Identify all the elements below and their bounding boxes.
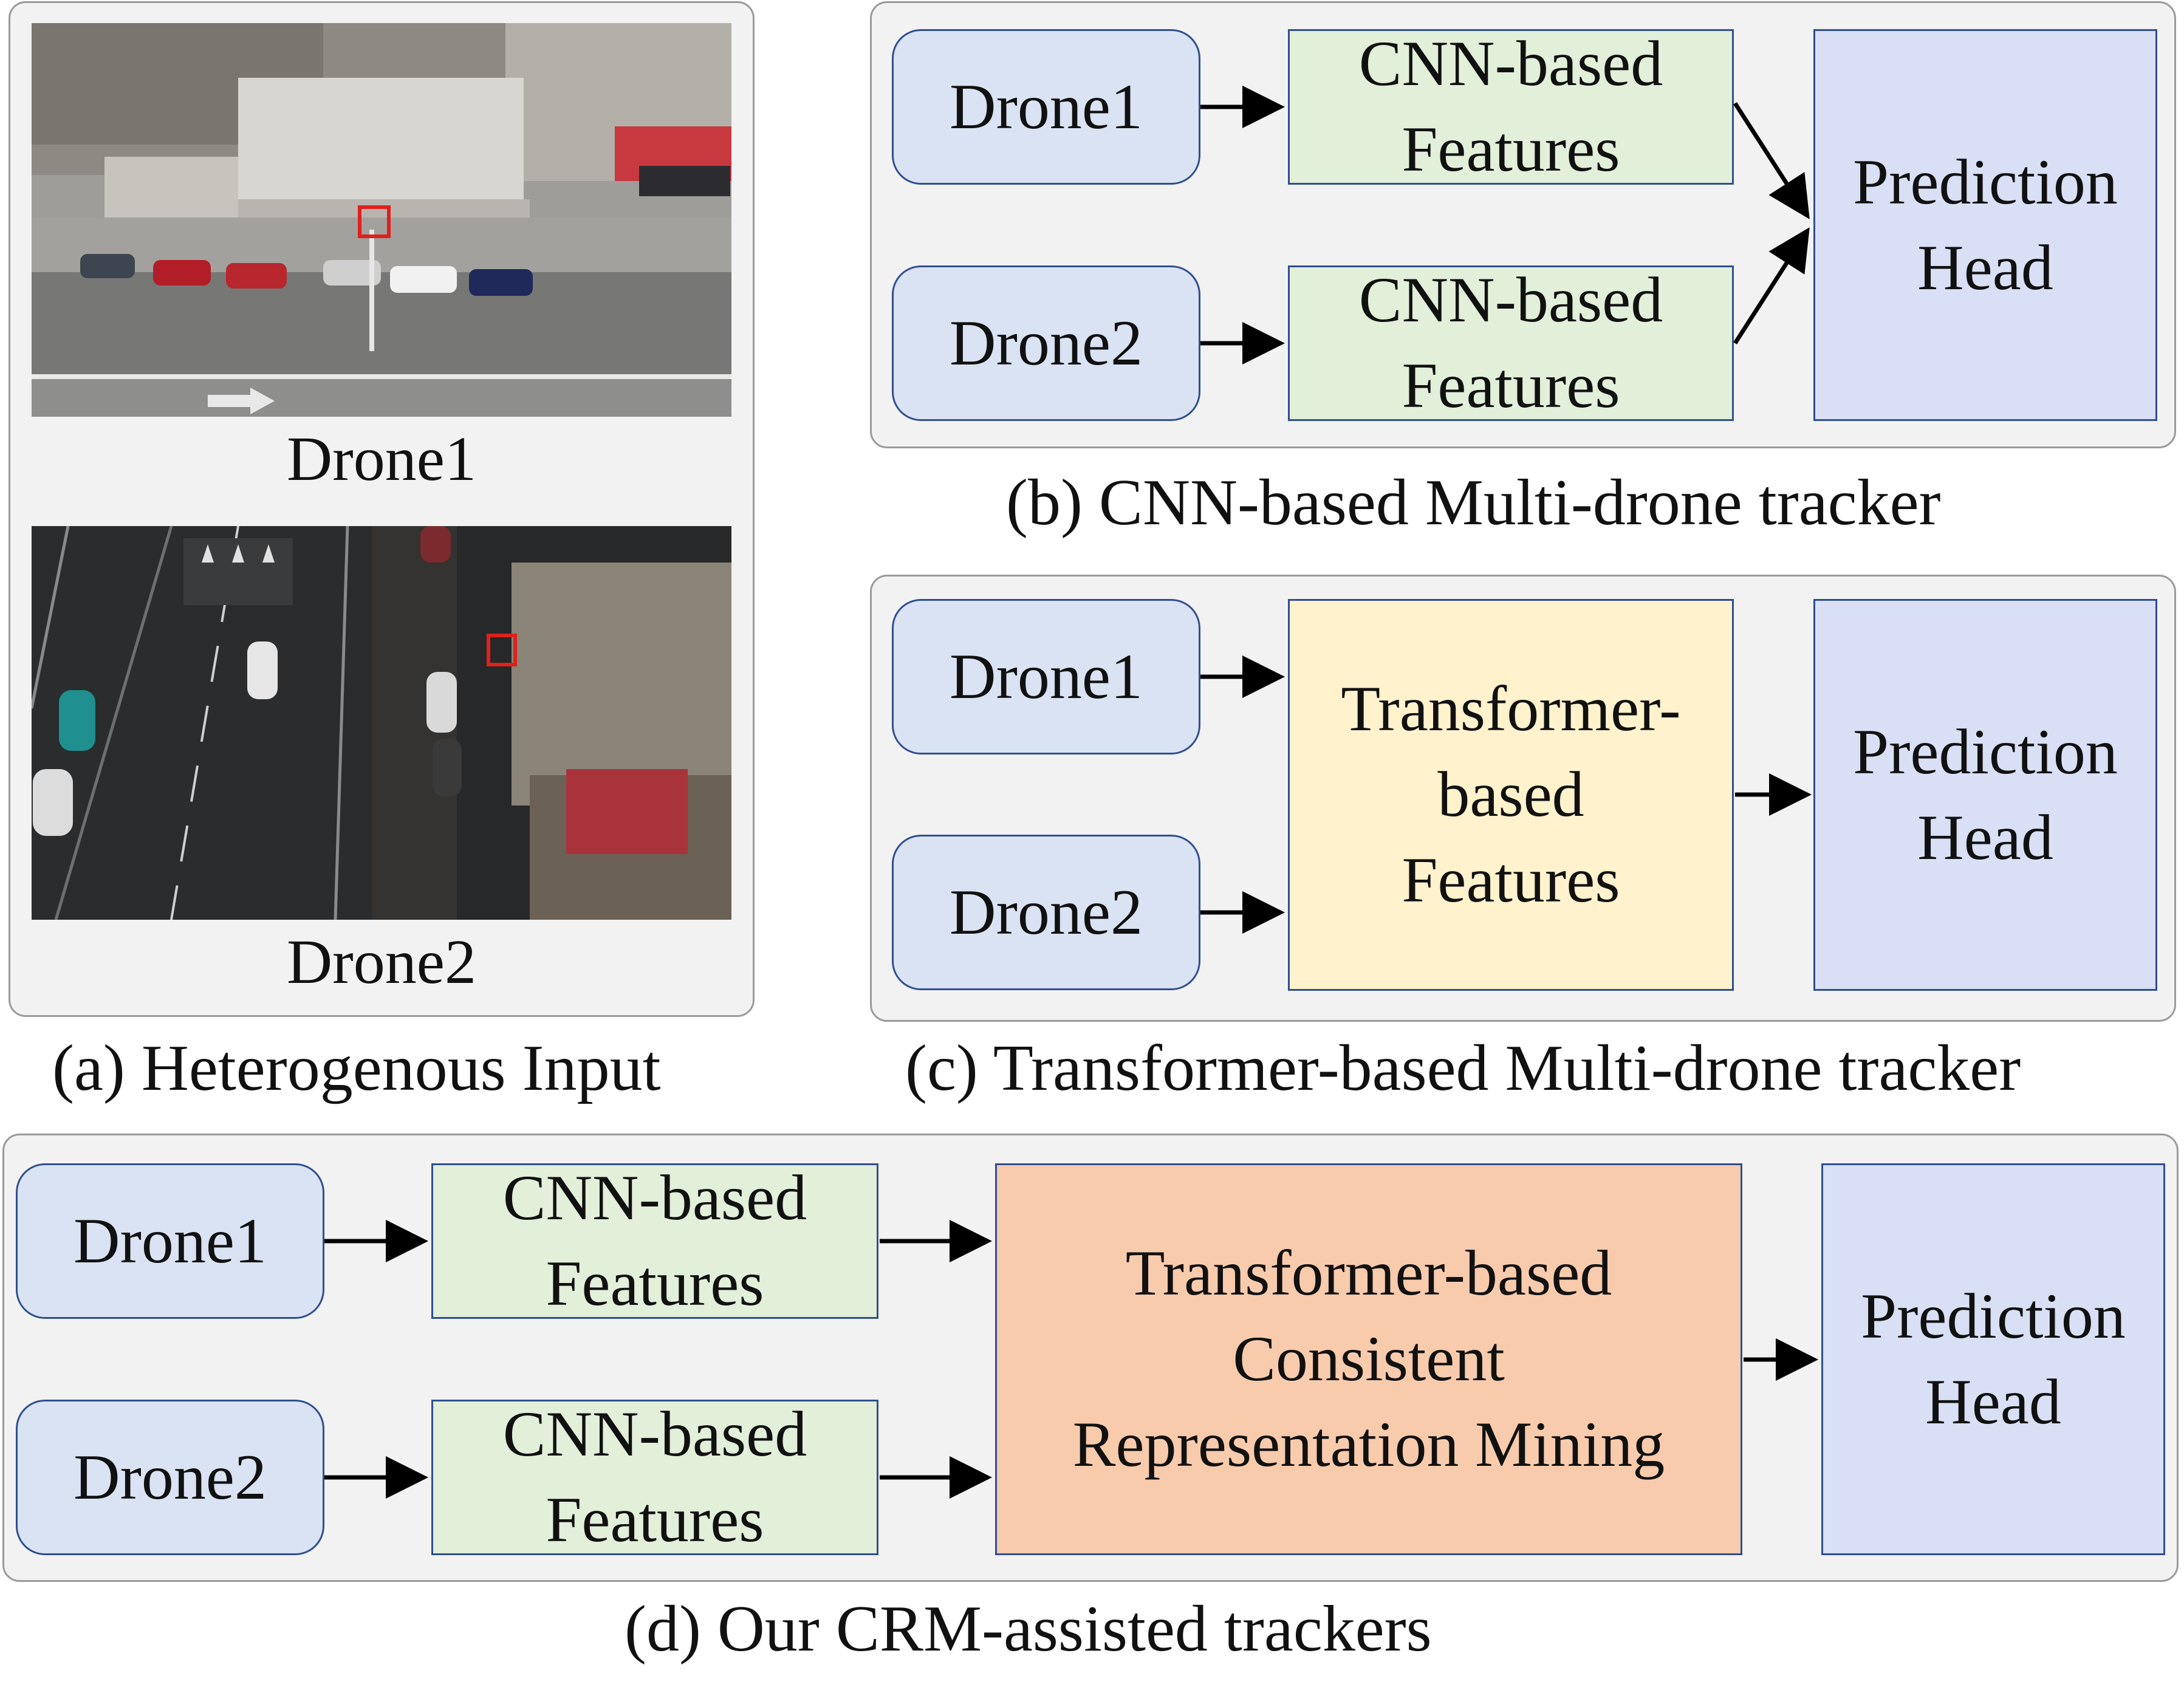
drone2-photo-image bbox=[32, 526, 731, 920]
drone2-target-box bbox=[487, 634, 517, 666]
panel-b-cnn-features-2: CNN-based Features bbox=[1288, 264, 1734, 421]
feature-line-2: Features bbox=[1402, 350, 1620, 421]
panel-b-prediction-head: Prediction Head bbox=[1813, 29, 2157, 421]
feature-line-1: CNN-based bbox=[502, 1162, 807, 1234]
panel-b-drone2-node: Drone2 bbox=[892, 265, 1200, 421]
panel-a-caption: (a) Heterogenous Input bbox=[52, 1032, 661, 1104]
head-line-1: Prediction bbox=[1853, 716, 2118, 787]
panel-d-caption: (d) Our CRM-assisted trackers bbox=[625, 1593, 1432, 1665]
crm-line-2: Consistent bbox=[1233, 1323, 1505, 1395]
panel-d-cnn-features-1: CNN-based Features bbox=[431, 1162, 878, 1319]
feature-line-2: Features bbox=[546, 1484, 764, 1555]
feature-line-1: CNN-based bbox=[502, 1398, 807, 1470]
panel-c-prediction-head: Prediction Head bbox=[1813, 599, 2157, 991]
head-line-1: Prediction bbox=[1861, 1280, 2126, 1352]
panel-c-caption: (c) Transformer-based Multi-drone tracke… bbox=[905, 1032, 2021, 1104]
drone1-image-label: Drone1 bbox=[287, 424, 476, 494]
arrow-b-cnn1-to-head bbox=[1733, 102, 1810, 219]
drone2-image-label: Drone2 bbox=[287, 927, 476, 997]
panel-b-cnn-features-1: CNN-based Features bbox=[1288, 28, 1734, 185]
panel-d-prediction-head: Prediction Head bbox=[1821, 1163, 2165, 1555]
drone1-photo-image bbox=[32, 23, 731, 417]
feature-line-1: CNN-based bbox=[1358, 28, 1663, 100]
panel-b-drone1-node: Drone1 bbox=[892, 29, 1200, 185]
panel-d-cnn-features-2: CNN-based Features bbox=[431, 1398, 878, 1555]
head-line-1: Prediction bbox=[1853, 146, 2118, 217]
panel-d-drone2-node: Drone2 bbox=[16, 1400, 324, 1555]
arrow-b-cnn2-to-head bbox=[1733, 227, 1810, 344]
head-line-2: Head bbox=[1917, 231, 2053, 303]
drone1-target-box bbox=[358, 205, 391, 238]
panel-d-consistent-representation-mining: Transformer-based Consistent Representat… bbox=[995, 1163, 1742, 1555]
head-line-2: Head bbox=[1925, 1366, 2061, 1437]
feature-line-1: Transformer- bbox=[1341, 673, 1681, 745]
crm-line-1: Transformer-based bbox=[1125, 1237, 1612, 1309]
drone1-aerial-photo bbox=[32, 23, 731, 417]
head-line-2: Head bbox=[1917, 801, 2053, 873]
panel-c-drone2-node: Drone2 bbox=[892, 835, 1200, 990]
feature-line-2: Features bbox=[546, 1248, 764, 1319]
panel-d-drone1-node: Drone1 bbox=[16, 1163, 324, 1319]
drone2-aerial-photo bbox=[32, 526, 731, 920]
feature-line-1: CNN-based bbox=[1358, 264, 1663, 336]
feature-line-2: based bbox=[1437, 759, 1584, 830]
panel-b-caption: (b) CNN-based Multi-drone tracker bbox=[1006, 467, 1941, 539]
panel-c-transformer-features: Transformer- based Features bbox=[1288, 599, 1734, 991]
feature-line-2: Features bbox=[1402, 114, 1620, 185]
feature-line-3: Features bbox=[1402, 844, 1620, 915]
crm-line-3: Representation Mining bbox=[1072, 1408, 1665, 1480]
panel-c-drone1-node: Drone1 bbox=[892, 599, 1200, 754]
